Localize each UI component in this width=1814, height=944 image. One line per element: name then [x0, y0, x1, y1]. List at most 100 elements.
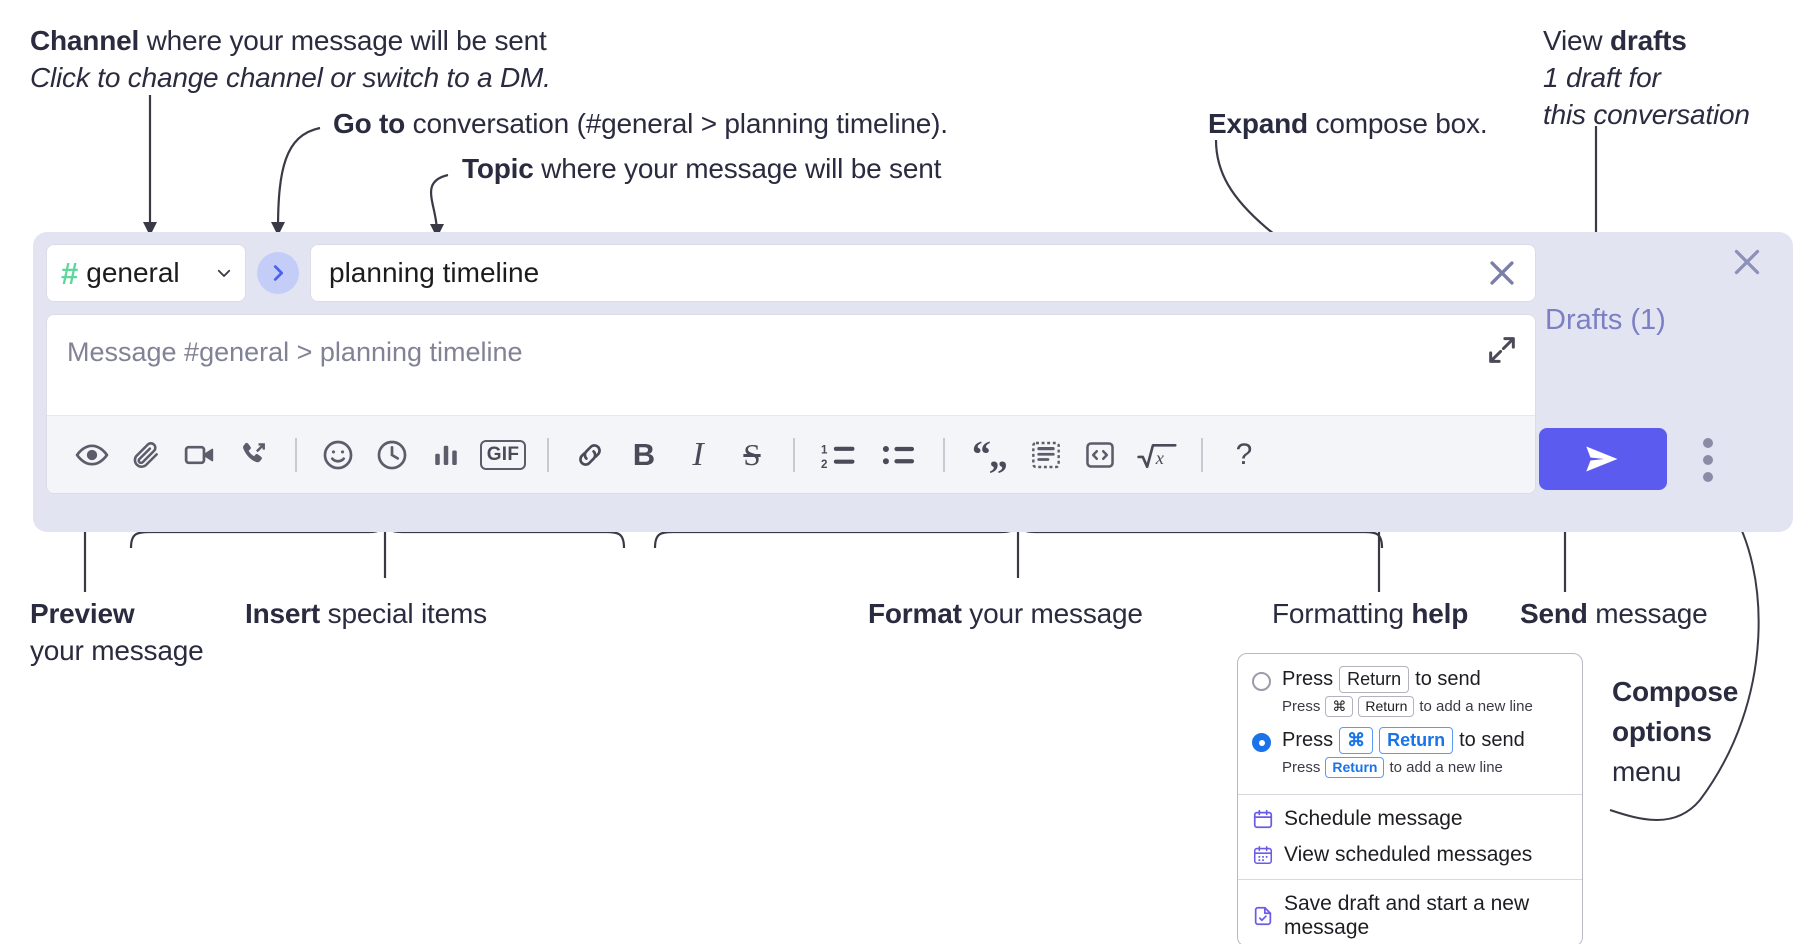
strikethrough-button[interactable]: S: [725, 428, 779, 482]
poll-button[interactable]: [419, 428, 473, 482]
schedule-button[interactable]: [365, 428, 419, 482]
expand-icon[interactable]: [1485, 333, 1519, 367]
italic-button[interactable]: I: [671, 428, 725, 482]
chevron-right-icon: [273, 265, 284, 281]
compose-options-button[interactable]: [1695, 432, 1721, 488]
svg-text:1: 1: [821, 444, 828, 456]
menu-item-label: Save draft and start a new message: [1284, 892, 1530, 939]
radio-option-return[interactable]: Press Return to send Press ⌘ Return to a…: [1238, 664, 1582, 719]
gif-label: GIF: [479, 439, 527, 470]
channel-selector[interactable]: # general: [46, 244, 246, 302]
bulleted-list-button[interactable]: [869, 428, 929, 482]
svg-text:x: x: [1155, 448, 1165, 468]
code-button[interactable]: [1073, 428, 1127, 482]
radio-option-cmd-return[interactable]: Press ⌘ Return to send Press Return to a…: [1238, 725, 1582, 780]
quote-icon: “„: [972, 433, 1008, 476]
emoji-button[interactable]: [311, 428, 365, 482]
annotation-insert: Insert special items: [245, 598, 487, 629]
option-main-text: Press Return to send: [1282, 666, 1533, 693]
option-sub-text: Press ⌘ Return to add a new line: [1282, 695, 1533, 717]
gif-button[interactable]: GIF: [473, 428, 533, 482]
huddle-button[interactable]: [227, 428, 281, 482]
annotation-send: Send message: [1520, 598, 1708, 629]
toolbar-separator-4: [943, 437, 945, 472]
save-draft-icon: [1254, 906, 1272, 926]
svg-text:2: 2: [821, 458, 827, 470]
formatting-toolbar: GIF B I: [47, 415, 1535, 493]
menu-item-schedule-message[interactable]: Schedule message: [1238, 801, 1582, 837]
eye-icon: [75, 443, 109, 466]
bulleted-list-icon: [882, 445, 915, 464]
code-block-icon: [1032, 441, 1060, 468]
toolbar-separator-3: [793, 437, 795, 472]
preview-button[interactable]: [65, 428, 119, 482]
bold-button[interactable]: B: [617, 428, 671, 482]
compose-header-row: # general planning timeline: [46, 244, 1536, 302]
send-icon: [1586, 446, 1618, 472]
radio-button[interactable]: [1252, 672, 1271, 691]
option-sub-text: Press Return to add a new line: [1282, 756, 1525, 778]
more-vertical-icon-dot: [1703, 438, 1713, 448]
code-icon: [1086, 441, 1114, 468]
sub-post: to add a new line: [1419, 697, 1533, 715]
bold-icon: B: [632, 437, 656, 472]
compose-side-area: Drafts (1): [1523, 232, 1775, 532]
send-button[interactable]: [1539, 428, 1667, 490]
compose-main-area: # general planning timeline Message #gen…: [46, 244, 1536, 494]
strikethrough-icon: S: [743, 437, 761, 472]
message-compose-box: Message #general > planning timeline: [46, 314, 1536, 494]
help-button[interactable]: ?: [1217, 428, 1271, 482]
sub-pre: Press: [1282, 758, 1321, 776]
key-return: Return: [1379, 727, 1454, 754]
menu-item-view-scheduled[interactable]: View scheduled messages: [1238, 837, 1582, 873]
close-icon[interactable]: [1485, 256, 1519, 290]
option-post: to send: [1459, 728, 1525, 751]
smiley-icon: [323, 440, 353, 469]
annotation-channel: Channel where your message will be sent …: [30, 25, 551, 93]
annotation-expand: Expand compose box.: [1208, 108, 1488, 139]
close-icon[interactable]: [1729, 244, 1765, 280]
link-icon: [579, 443, 601, 466]
annotation-format: Format your message: [868, 598, 1143, 629]
more-vertical-icon-dot: [1703, 472, 1713, 482]
menu-item-save-draft[interactable]: Save draft and start a new message: [1238, 886, 1582, 944]
attach-button[interactable]: [119, 428, 173, 482]
video-camera-icon: [184, 445, 214, 464]
key-command: ⌘: [1325, 695, 1354, 717]
code-block-button[interactable]: [1019, 428, 1073, 482]
option-post: to send: [1415, 667, 1481, 690]
menu-divider: [1238, 879, 1582, 880]
toolbar-separator-5: [1201, 437, 1203, 472]
annotation-preview: Preview your message: [30, 598, 204, 666]
radio-button-selected[interactable]: [1252, 733, 1271, 752]
sub-post: to add a new line: [1389, 758, 1503, 776]
ordered-list-button[interactable]: 1 2: [809, 428, 869, 482]
key-return: Return: [1339, 666, 1410, 693]
send-shortcut-options: Press Return to send Press ⌘ Return to a…: [1238, 654, 1582, 788]
math-button[interactable]: x: [1127, 428, 1187, 482]
key-return: Return: [1358, 695, 1415, 717]
annotation-topic: Topic where your message will be sent: [462, 153, 942, 184]
video-button[interactable]: [173, 428, 227, 482]
topic-value: planning timeline: [329, 257, 540, 288]
topic-input[interactable]: planning timeline: [310, 244, 1536, 302]
key-return: Return: [1325, 756, 1385, 778]
key-command: ⌘: [1339, 727, 1374, 754]
message-placeholder: Message #general > planning timeline: [67, 337, 523, 367]
annotation-drafts: View drafts 1 draft for this conversatio…: [1543, 25, 1750, 130]
go-to-conversation-button[interactable]: [257, 252, 299, 294]
bar-chart-icon: [435, 445, 457, 465]
calendar-grid-icon: [1253, 845, 1273, 865]
question-mark-icon: ?: [1235, 437, 1253, 471]
annotation-compose-options: Compose options menu: [1612, 676, 1739, 787]
message-input[interactable]: Message #general > planning timeline: [47, 315, 1535, 415]
clock-icon: [377, 440, 407, 469]
paperclip-icon: [133, 441, 158, 468]
link-button[interactable]: [563, 428, 617, 482]
compose-options-menu: Press Return to send Press ⌘ Return to a…: [1237, 653, 1583, 944]
drafts-link[interactable]: Drafts (1): [1545, 304, 1666, 336]
channel-name: general: [86, 257, 180, 288]
sub-pre: Press: [1282, 697, 1321, 715]
blockquote-button[interactable]: “„: [959, 428, 1019, 482]
italic-icon: I: [692, 435, 704, 473]
